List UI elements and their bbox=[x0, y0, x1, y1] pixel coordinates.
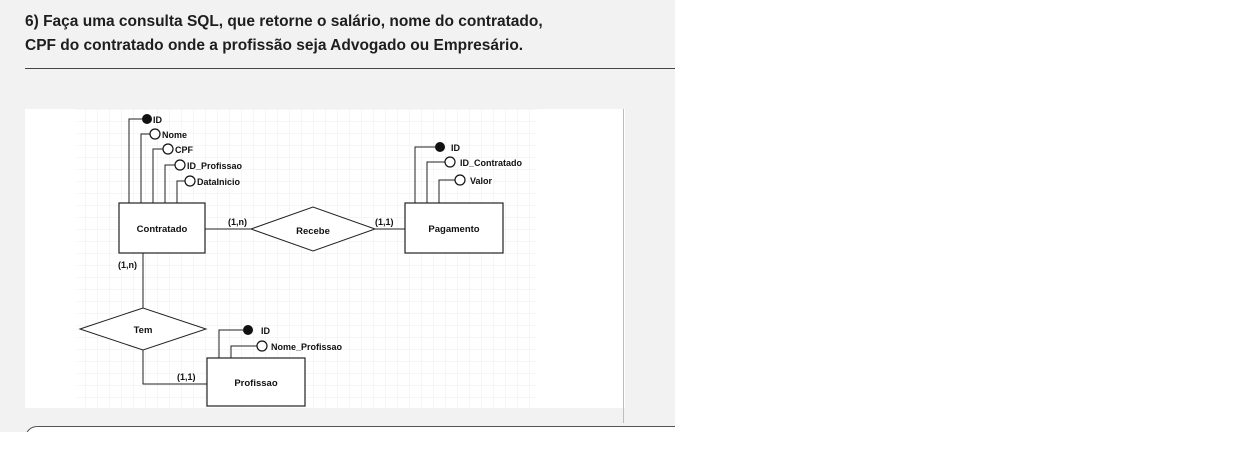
grid-background bbox=[77, 109, 537, 408]
figure-right-border bbox=[623, 109, 624, 423]
entity-pagamento-label: Pagamento bbox=[428, 224, 479, 235]
pagamento-attr-valor: Valor bbox=[470, 176, 493, 186]
cardinality-recebe-pagamento: (1,1) bbox=[375, 217, 394, 227]
attribute-dot-cpf bbox=[162, 143, 174, 155]
question-line-2: CPF do contratado onde a profissão seja … bbox=[25, 37, 524, 54]
attribute-dot-datainicio bbox=[184, 175, 196, 187]
next-card-edge bbox=[25, 426, 675, 432]
entity-pagamento bbox=[404, 202, 504, 254]
attribute-dot-valor bbox=[454, 174, 466, 186]
question-card: 6) Faça uma consulta SQL, que retorne o … bbox=[0, 0, 675, 432]
er-diagram-image: ID Nome CPF ID_Profissao DataInicio Cont… bbox=[25, 109, 625, 408]
question-line-1: 6) Faça uma consulta SQL, que retorne o … bbox=[25, 13, 543, 30]
profissao-attr-nome-profissao: Nome_Profissao bbox=[271, 342, 343, 352]
profissao-attribute-lines bbox=[218, 329, 257, 358]
pagamento-attribute-lines bbox=[414, 146, 455, 203]
attribute-dot-nome bbox=[149, 128, 161, 140]
entity-profissao bbox=[206, 357, 306, 407]
cardinality-contratado-tem: (1,n) bbox=[118, 260, 137, 270]
contratado-attr-nome: Nome bbox=[162, 130, 187, 140]
relationship-tem-label: Tem bbox=[134, 325, 153, 336]
relationship-tem bbox=[78, 307, 208, 351]
key-attribute-dot-id bbox=[142, 114, 152, 124]
entity-profissao-label: Profissao bbox=[234, 378, 277, 389]
contratado-attr-id-profissao: ID_Profissao bbox=[187, 161, 243, 171]
pagamento-attr-id: ID bbox=[451, 143, 461, 153]
relationship-recebe bbox=[249, 206, 377, 252]
key-attribute-dot-pagamento-id bbox=[435, 142, 445, 152]
pagamento-attr-id-contratado: ID_Contratado bbox=[460, 158, 523, 168]
contratado-attribute-lines bbox=[128, 118, 185, 203]
question-text: 6) Faça uma consulta SQL, que retorne o … bbox=[25, 10, 665, 58]
key-attribute-dot-profissao-id bbox=[243, 325, 253, 335]
attribute-dot-nome-profissao bbox=[256, 340, 268, 352]
attribute-dot-id-profissao bbox=[174, 159, 186, 171]
profissao-attr-id: ID bbox=[261, 326, 271, 336]
contratado-attr-id: ID bbox=[153, 115, 163, 125]
contratado-attr-cpf: CPF bbox=[175, 145, 194, 155]
line-tem-profissao bbox=[142, 350, 207, 385]
contratado-attr-datainicio: DataInicio bbox=[197, 177, 241, 187]
entity-contratado-label: Contratado bbox=[137, 224, 188, 235]
er-diagram: ID Nome CPF ID_Profissao DataInicio Cont… bbox=[77, 109, 537, 408]
entity-contratado bbox=[118, 202, 206, 254]
relationship-recebe-label: Recebe bbox=[296, 226, 330, 237]
divider bbox=[25, 68, 675, 69]
cardinality-tem-profissao: (1,1) bbox=[177, 372, 196, 382]
attribute-dot-id-contratado bbox=[444, 156, 456, 168]
cardinality-contratado-recebe: (1,n) bbox=[228, 217, 247, 227]
